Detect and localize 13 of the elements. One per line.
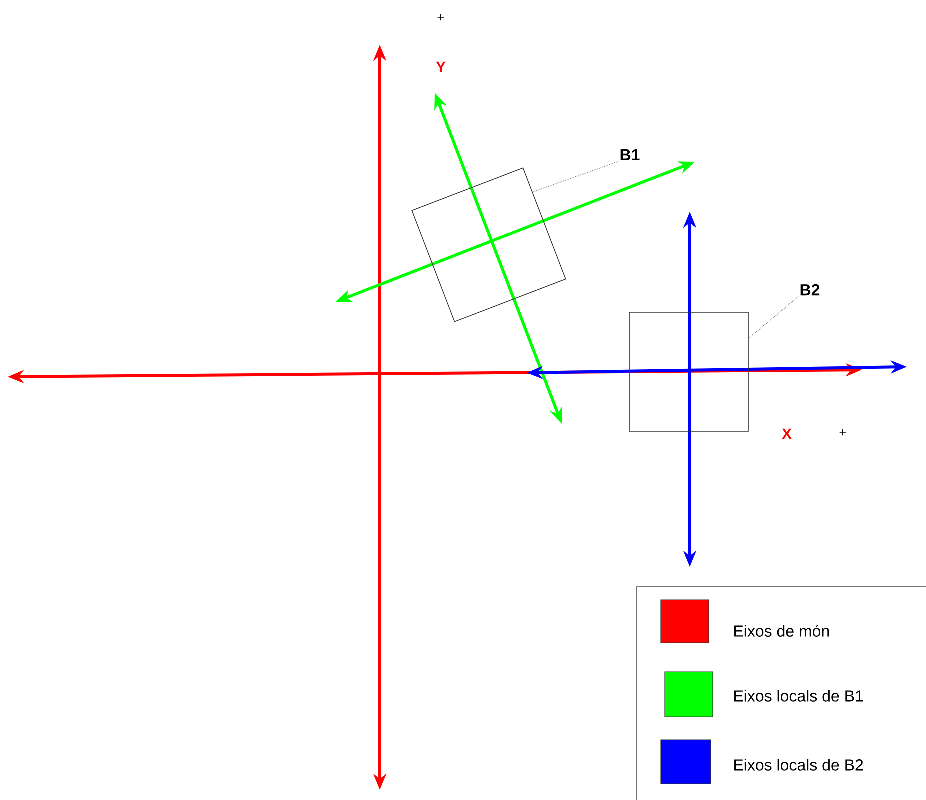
plus-sign: +	[438, 14, 444, 21]
leader-line	[532, 161, 619, 193]
legend-text: Eixos de món	[734, 625, 830, 637]
square-body	[629, 312, 749, 432]
box-label: B1	[620, 150, 640, 160]
square-body	[412, 168, 566, 322]
plus-sign: +	[840, 429, 846, 436]
box-label: B2	[800, 284, 820, 296]
leader-line	[748, 296, 799, 339]
legend-text: Eixos locals de B2	[734, 759, 864, 771]
legend-text: Eixos locals de B1	[734, 690, 864, 702]
axis-label: X	[782, 428, 792, 440]
axis-label: Y	[436, 62, 446, 72]
